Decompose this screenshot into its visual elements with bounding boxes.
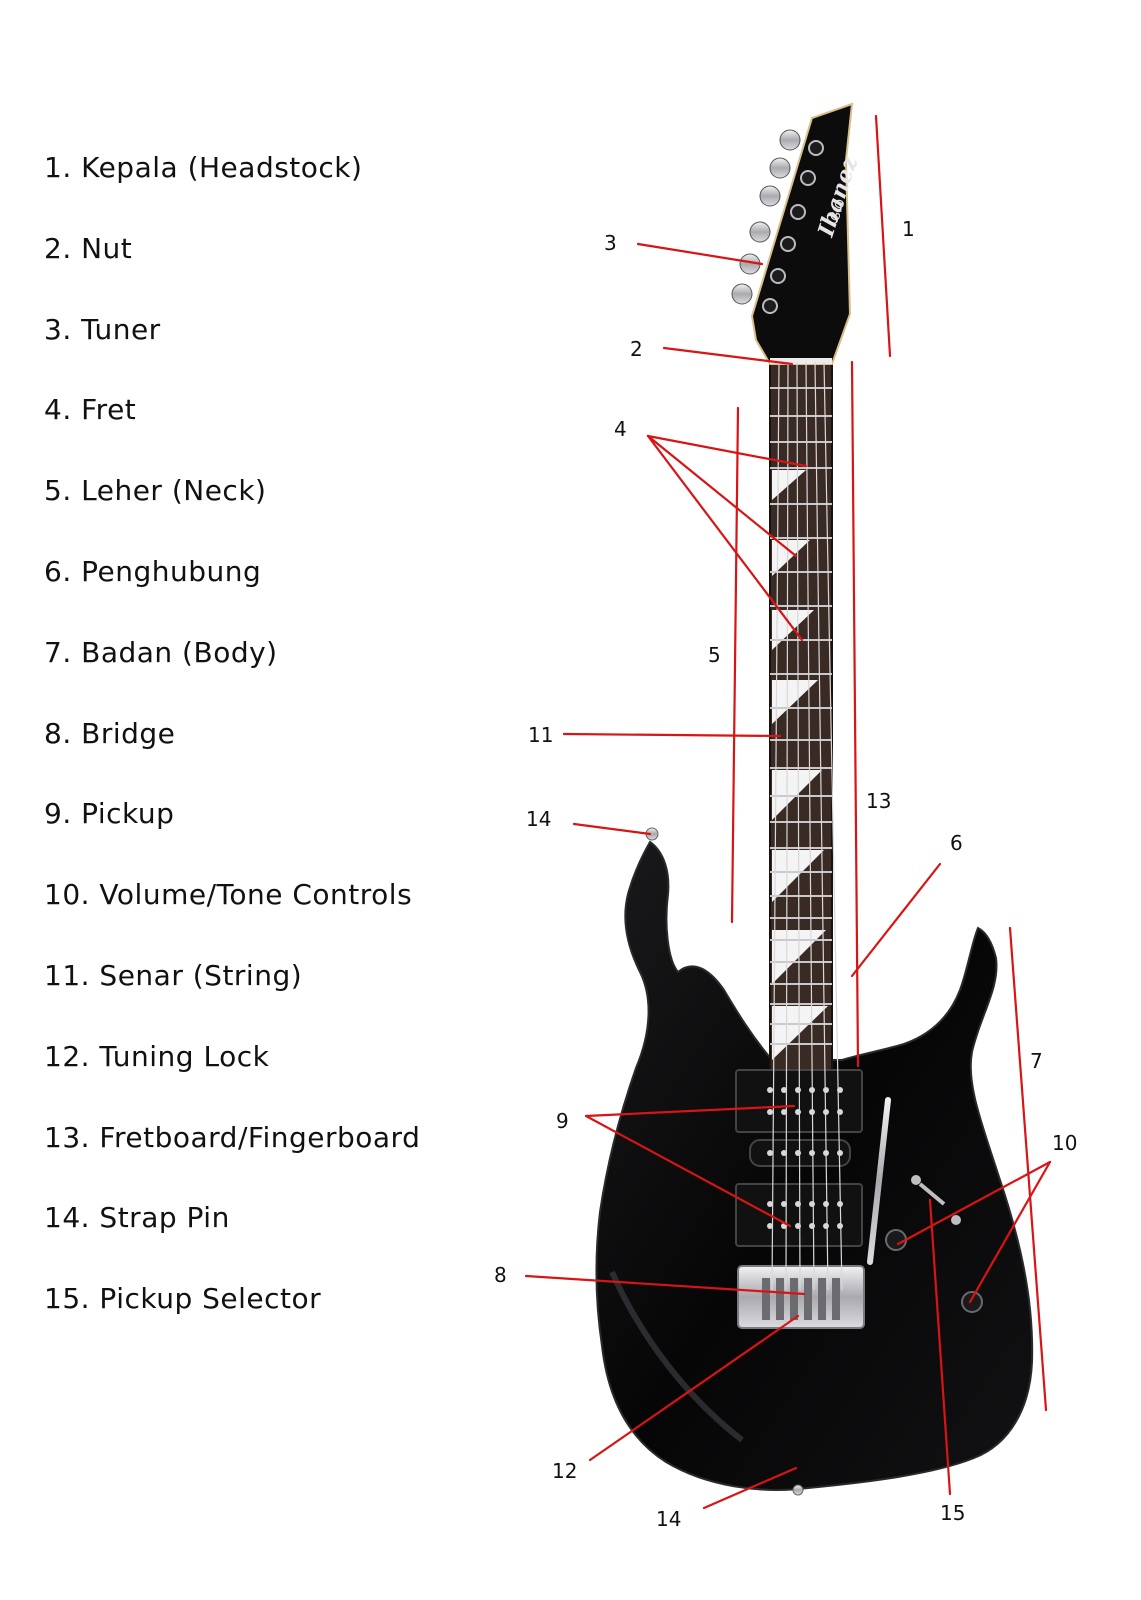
callout-1: 1 [902, 217, 915, 241]
legend-item-tuning-lock: 12. Tuning Lock [44, 1039, 270, 1073]
legend-item-neck-joint: 6. Penghubung [44, 554, 262, 588]
guitar-nut [770, 358, 832, 364]
legend-item-body: 7. Badan (Body) [44, 635, 278, 669]
callout-11: 11 [528, 723, 553, 747]
guitar-illustration: Ibanez GIO [595, 102, 1034, 1496]
callout-14-bottom: 14 [656, 1507, 681, 1531]
parts-legend: 1. Kepala (Headstock) 2. Nut 3. Tuner 4.… [44, 146, 420, 1358]
model-logo: GIO [828, 197, 848, 223]
guitar-headstock [750, 102, 854, 365]
tremolo-arm [867, 1097, 891, 1265]
callout-15: 15 [940, 1501, 965, 1525]
legend-item-controls: 10. Volume/Tone Controls [44, 878, 413, 912]
volume-tone-knobs [885, 1229, 983, 1313]
pickup-selector-switch [911, 1175, 961, 1225]
leader-lines [524, 114, 1052, 1510]
callout-12: 12 [552, 1459, 577, 1483]
callout-4: 4 [614, 417, 627, 441]
callout-14-top: 14 [526, 807, 551, 831]
legend-item-neck: 5. Leher (Neck) [44, 474, 267, 508]
guitar-bridge [737, 1265, 865, 1329]
callout-6: 6 [950, 831, 963, 855]
guitar-strings [771, 361, 843, 1291]
body-gloss-highlight [609, 1270, 744, 1443]
legend-item-fret: 4. Fret [44, 393, 137, 427]
callout-8: 8 [494, 1263, 507, 1287]
legend-item-string: 11. Senar (String) [44, 958, 303, 992]
legend-item-bridge: 8. Bridge [44, 716, 176, 750]
callout-2: 2 [630, 337, 643, 361]
frets [770, 387, 832, 1045]
legend-item-nut: 2. Nut [44, 231, 133, 265]
strap-pin-bottom [792, 1484, 804, 1496]
legend-item-strap-pin: 14. Strap Pin [44, 1201, 230, 1235]
callout-3: 3 [604, 231, 617, 255]
callout-numbers: 1 2 3 4 5 6 7 8 9 10 11 12 13 14 14 15 [494, 217, 1077, 1531]
legend-item-tuner: 3. Tuner [44, 312, 161, 346]
callout-5: 5 [708, 643, 721, 667]
legend-item-pickup: 9. Pickup [44, 797, 175, 831]
callout-9: 9 [556, 1109, 569, 1133]
callout-13: 13 [866, 789, 891, 813]
callout-7: 7 [1030, 1049, 1043, 1073]
tuner-pegs [731, 129, 824, 314]
legend-item-fretboard: 13. Fretboard/Fingerboard [44, 1120, 421, 1154]
callout-10: 10 [1052, 1131, 1077, 1155]
legend-item-pickup-selector: 15. Pickup Selector [44, 1282, 322, 1316]
legend-item-headstock: 1. Kepala (Headstock) [44, 151, 363, 184]
